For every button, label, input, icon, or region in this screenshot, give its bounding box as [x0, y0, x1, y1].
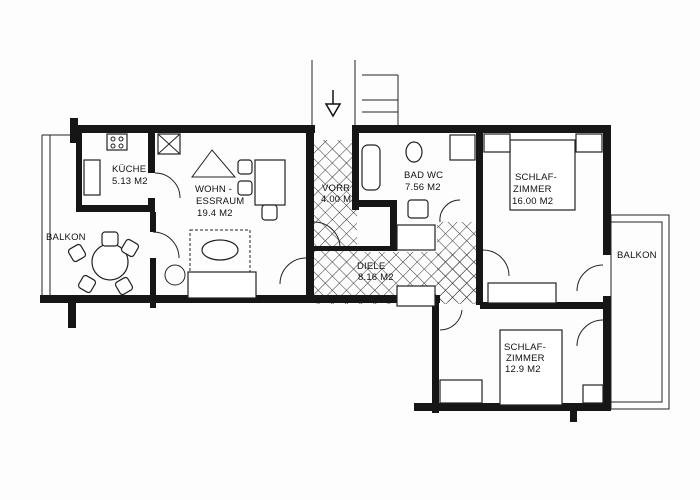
room-living: WOHN - ESSRAUM 19.4 M2	[195, 184, 244, 219]
room-area: 12.9 M2	[505, 364, 541, 375]
entrance-arrow-icon	[324, 90, 342, 118]
walls	[40, 118, 611, 422]
room-bath: BAD WC 7.56 M2	[404, 170, 443, 193]
room-name: SCHLAF-	[515, 172, 557, 183]
room-name: ESSRAUM	[196, 196, 244, 207]
room-name: ZIMMER	[513, 184, 552, 195]
balcony-right	[610, 214, 670, 410]
room-name: ZIMMER	[506, 353, 545, 364]
living-furniture	[164, 149, 286, 299]
room-area: 19.4 M2	[197, 208, 233, 219]
room-hall-entry: VORR 4.00 M2	[321, 183, 357, 205]
room-bedroom-2: SCHLAF- ZIMMER 12.9 M2	[504, 342, 546, 375]
room-area: 4.00 M2	[321, 194, 357, 205]
bedroom-furniture	[439, 133, 604, 406]
room-name: VORR	[322, 183, 350, 194]
door-swings	[152, 172, 604, 347]
room-name: SCHLAF-	[504, 342, 546, 353]
staircase	[311, 60, 399, 125]
room-hall: DIELE 8.16 M2	[357, 261, 394, 283]
room-balcony-left: BALKON	[46, 232, 86, 243]
balcony-left	[41, 134, 140, 296]
room-area: 5.13 M2	[112, 176, 148, 187]
room-name: BAD WC	[404, 170, 443, 181]
room-area: 16.00 M2	[512, 196, 553, 207]
room-name: WOHN -	[195, 184, 232, 195]
kitchen-fixtures	[83, 133, 181, 196]
room-area: 8.16 M2	[358, 272, 394, 283]
room-bedroom-1: SCHLAF- ZIMMER 16.00 M2	[512, 172, 557, 207]
room-kitchen: KÜCHE 5.13 M2	[112, 164, 148, 187]
bathroom-fixtures	[361, 134, 476, 307]
room-area: 7.56 M2	[405, 182, 441, 193]
room-name: KÜCHE	[112, 164, 146, 175]
room-balcony-right: BALKON	[617, 250, 657, 261]
room-name: DIELE	[357, 261, 385, 272]
